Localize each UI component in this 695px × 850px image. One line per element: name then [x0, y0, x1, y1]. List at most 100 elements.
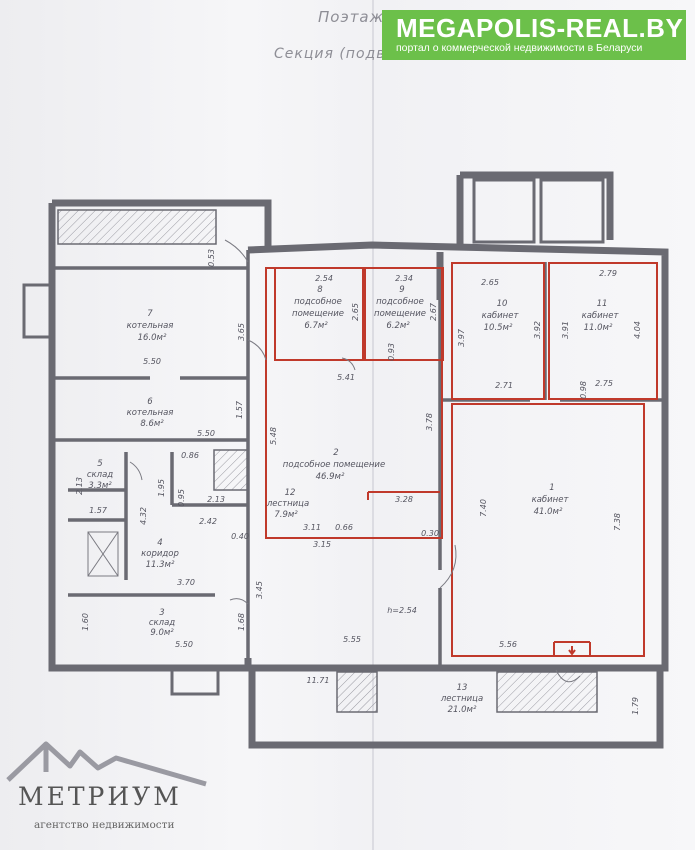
shaft-box: [87, 531, 119, 577]
dim-5-48: 5.48: [269, 427, 278, 445]
dim-0-66: 0.66: [335, 523, 353, 532]
vertical-dimension-labels: 0.53 2.65 2.67 3.97 3.92 3.91 4.04 3.65 …: [75, 249, 642, 715]
floor-plan-heading: Поэтаж: [318, 8, 385, 26]
dim-4-32: 4.32: [139, 507, 148, 525]
room-3-name: склад: [149, 618, 175, 628]
banner-title: MEGAPOLIS-REAL.BY: [396, 13, 684, 43]
dim-3-70: 3.70: [177, 578, 195, 587]
dim-4-04: 4.04: [633, 321, 642, 339]
dim-3-91: 3.91: [561, 321, 570, 339]
room-8-name-1: подсобное: [294, 297, 342, 307]
room-12-num: 12: [285, 488, 296, 498]
dim-3-97: 3.97: [457, 328, 466, 347]
dim-2-42: 2.42: [199, 517, 217, 526]
room-13-area: 21.0м²: [448, 705, 477, 715]
room-9-name-2: помещение: [374, 309, 426, 319]
dim-1-68: 1.68: [237, 613, 246, 631]
dim-0-93: 0.93: [387, 343, 396, 361]
dim-2-54: 2.54: [315, 274, 333, 283]
room-2-name: подсобное помещение: [283, 460, 385, 470]
room-4-area: 11.3м²: [146, 560, 175, 570]
dim-5-50b: 5.50: [197, 429, 215, 438]
dim-2-67: 2.67: [429, 302, 438, 321]
dim-11-71: 11.71: [307, 676, 330, 685]
dim-2-13b: 2.13: [207, 495, 225, 504]
dim-1-57b: 1.57: [89, 506, 108, 515]
dim-3-15: 3.15: [313, 540, 331, 549]
section-heading: Секция (подвал): [274, 46, 412, 62]
dim-1-79: 1.79: [631, 697, 640, 715]
dim-1-57a: 1.57: [235, 400, 244, 419]
room-2-area: 46.9м²: [316, 472, 345, 482]
dim-2-13a: 2.13: [75, 477, 84, 495]
stairs: [57, 209, 598, 713]
dim-2-75: 2.75: [595, 379, 613, 388]
room-5-num: 5: [97, 459, 102, 469]
room-7-name: котельная: [127, 321, 174, 331]
room-6-name: котельная: [127, 408, 174, 418]
banner-subtitle: портал о коммерческой недвижимости в Бел…: [396, 42, 643, 54]
room-4-num: 4: [157, 538, 162, 548]
dimension-labels: 2.54 2.34 2.65 2.79 5.50 5.41 2.71 2.75 …: [89, 269, 617, 685]
dim-2-65b: 2.65: [481, 278, 499, 287]
dim-2-79: 2.79: [599, 269, 617, 278]
room-8-name-2: помещение: [292, 309, 344, 319]
room-13-num: 13: [457, 683, 468, 693]
megapolis-banner[interactable]: MEGAPOLIS-REAL.BY портал о коммерческой …: [382, 10, 686, 60]
dim-0-98: 0.98: [579, 381, 588, 399]
room-10-area: 10.5м²: [484, 323, 513, 333]
room-8-area: 6.7м²: [304, 321, 328, 331]
room-1-num: 1: [549, 483, 554, 493]
dim-3-28: 3.28: [395, 495, 413, 504]
room-9-num: 9: [399, 285, 404, 295]
room-1-name: кабинет: [532, 495, 570, 505]
room-12-area: 7.9м²: [274, 510, 298, 520]
dim-3-65: 3.65: [237, 323, 246, 341]
room-3-num: 3: [159, 608, 164, 618]
room-10-name: кабинет: [482, 311, 520, 321]
dim-3-11: 3.11: [303, 523, 321, 532]
dim-5-50c: 5.50: [175, 640, 193, 649]
dim-h: h=2.54: [387, 606, 417, 615]
dim-5-41: 5.41: [337, 373, 355, 382]
dim-0-86: 0.86: [181, 451, 199, 460]
dim-7-40: 7.40: [479, 499, 488, 517]
room-13-name: лестница: [440, 694, 483, 704]
dim-0-95: 0.95: [177, 489, 186, 507]
room-2-num: 2: [333, 448, 338, 458]
room-11-area: 11.0м²: [584, 323, 613, 333]
room-7-area: 16.0м²: [138, 333, 167, 343]
dim-2-34: 2.34: [395, 274, 413, 283]
dim-2-65a: 2.65: [351, 303, 360, 321]
paper-fold: [372, 0, 374, 850]
dim-3-78: 3.78: [425, 413, 434, 431]
room-11-name: кабинет: [582, 311, 620, 321]
dim-1-95: 1.95: [157, 479, 166, 497]
dim-1-60: 1.60: [81, 613, 90, 631]
agency-tagline: агентство недвижимости: [34, 819, 175, 831]
room-6-area: 8.6м²: [140, 419, 164, 429]
red-annotations: [265, 262, 658, 657]
room-11-num: 11: [597, 299, 608, 309]
dim-5-50a: 5.50: [143, 357, 161, 366]
dim-0-53: 0.53: [207, 249, 216, 267]
room-1-area: 41.0м²: [534, 507, 563, 517]
dim-2-71: 2.71: [495, 381, 513, 390]
room-12-name: лестница: [266, 499, 309, 509]
room-9-area: 6.2м²: [386, 321, 410, 331]
dim-5-55: 5.55: [343, 635, 361, 644]
room-3-area: 9.0м²: [150, 628, 174, 638]
dim-0-30: 0.30: [421, 529, 439, 538]
dim-3-45: 3.45: [255, 581, 264, 599]
dim-5-56: 5.56: [499, 640, 517, 649]
room-6-num: 6: [147, 397, 153, 407]
protrusions: [22, 178, 605, 696]
room-4-name: коридор: [141, 549, 179, 559]
metrium-logo-icon: [6, 741, 207, 787]
room-5-name: склад: [87, 470, 113, 480]
room-10-num: 10: [497, 299, 508, 309]
room-9-name-1: подсобное: [376, 297, 424, 307]
door-swings: [129, 239, 581, 683]
room-8-num: 8: [317, 285, 323, 295]
